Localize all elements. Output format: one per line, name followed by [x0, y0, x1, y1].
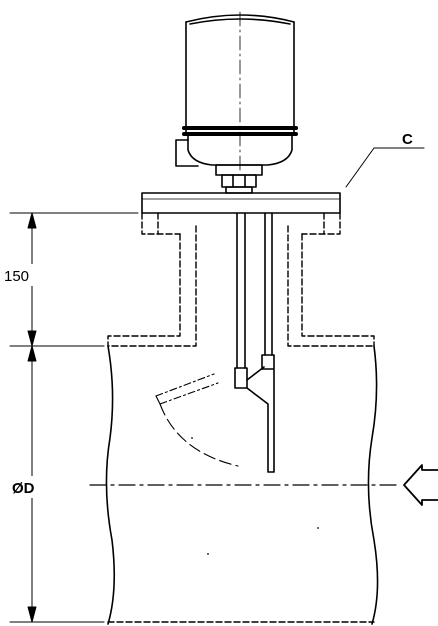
- motor-housing: [185, 11, 295, 171]
- callout-label-c: C: [402, 131, 413, 148]
- counter-flange: [141, 212, 341, 235]
- vessel-walls: [105, 345, 379, 625]
- nozzle: [107, 225, 375, 347]
- diameter-label: ØD: [12, 480, 35, 497]
- sealing-band: [182, 126, 298, 136]
- mounting-flange: [141, 147, 425, 214]
- paddle-shaft: [234, 212, 275, 473]
- flow-arrow-icon: [403, 464, 438, 506]
- dimension-label-150: 150: [4, 268, 29, 285]
- lower-housing: [175, 135, 293, 194]
- paddle-swept-position: [155, 373, 239, 467]
